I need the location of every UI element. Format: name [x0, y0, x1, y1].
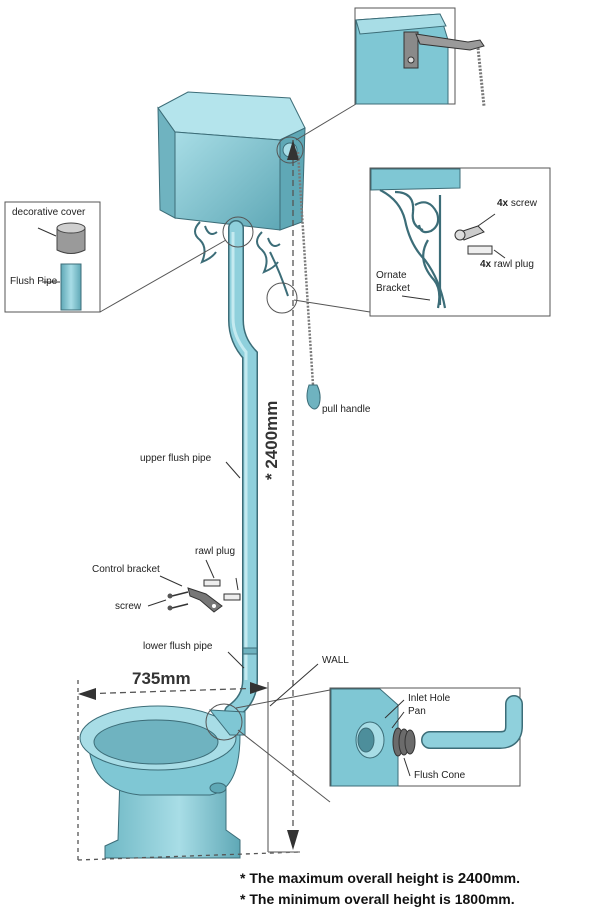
height-notes: * The maximum overall height is 2400mm. …	[240, 868, 520, 909]
pan-label: Pan	[408, 706, 426, 717]
inset-chain-lever	[354, 7, 486, 107]
rawl-plug-label: rawl plug	[195, 546, 236, 557]
screw-count-text: screw	[510, 198, 538, 209]
screw-count-prefix: 4x	[497, 198, 509, 209]
label-leaders	[225, 461, 319, 707]
flush-pipe	[224, 220, 258, 720]
max-height-value: 2400	[457, 870, 492, 887]
inset-flush-cone	[329, 687, 523, 787]
max-height-suffix: mm.	[491, 870, 521, 886]
pull-handle-label: pull handle	[322, 404, 371, 415]
control-bracket-parts	[147, 559, 241, 613]
inlet-hole-label: Inlet Hole	[408, 693, 451, 704]
lower-flush-pipe-label: lower flush pipe	[143, 641, 213, 652]
wall-label: WALL	[322, 655, 349, 666]
rawl-count-label: 4x rawl plug	[480, 259, 534, 270]
callout-circles	[99, 103, 371, 803]
inset-decorative-cover	[4, 201, 101, 313]
max-height-note: * The maximum overall height is 2400mm.	[240, 868, 520, 889]
width-dimension-label: 735mm	[132, 669, 191, 688]
control-bracket-label: Control bracket	[92, 564, 160, 575]
flush-cone-label: Flush Cone	[414, 770, 466, 781]
rawl-count-text: rawl plug	[493, 259, 534, 270]
pull-chain	[296, 151, 321, 410]
height-dimension-label: * 2400mm	[262, 400, 281, 480]
rawl-count-prefix: 4x	[480, 259, 492, 270]
max-height-prefix: * The maximum overall height is	[240, 870, 458, 886]
cistern-brackets	[194, 221, 289, 297]
screw-label: screw	[115, 601, 142, 612]
inset-ornate-bracket	[369, 167, 551, 317]
screw-count-label: 4x screw	[497, 198, 537, 209]
min-height-note: * The minimum overall height is 1800mm.	[240, 891, 515, 907]
dimension-lines	[77, 140, 301, 861]
ornate-label: Ornate	[376, 270, 407, 281]
flush-pipe-label: Flush Pipe	[10, 276, 58, 287]
cistern	[157, 91, 306, 231]
toilet-pan	[79, 705, 246, 859]
decorative-cover-label: decorative cover	[12, 207, 86, 218]
upper-flush-pipe-label: upper flush pipe	[140, 453, 212, 464]
bracket-label: Bracket	[376, 283, 410, 294]
